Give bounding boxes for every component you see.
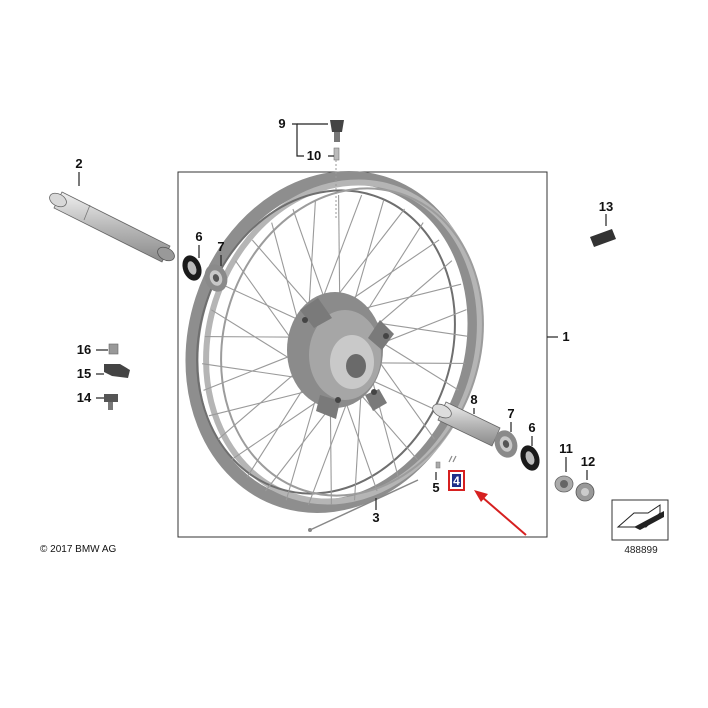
callout-9: 9 <box>278 116 285 131</box>
callout-16: 16 <box>77 342 91 357</box>
spoke-icon[interactable] <box>308 479 419 532</box>
callout-12: 12 <box>581 454 595 469</box>
callout-4: 4 <box>453 474 460 488</box>
callout-3: 3 <box>372 510 379 525</box>
reference-symbol-icon <box>611 499 669 541</box>
balance-weight-icon[interactable] <box>590 229 616 247</box>
valve-icon[interactable] <box>330 120 344 142</box>
wheel-spoke <box>292 208 330 311</box>
seal-ring-icon[interactable] <box>179 253 205 284</box>
pin-icon[interactable] <box>435 461 441 469</box>
wheel-spoke <box>338 195 341 311</box>
callout-7-upper: 7 <box>217 239 224 254</box>
wheel-spoke <box>365 362 466 365</box>
callout-15: 15 <box>77 366 91 381</box>
spacer-icon[interactable] <box>430 401 501 447</box>
bearing-lower-icon[interactable] <box>491 427 521 461</box>
callout-2: 2 <box>75 156 82 171</box>
highlighted-callout-4[interactable]: 4 <box>448 470 465 491</box>
callout-14: 14 <box>77 390 92 405</box>
wheel-spoke <box>340 389 378 492</box>
callout-11: 11 <box>559 441 573 456</box>
callout-1: 1 <box>562 329 569 344</box>
bushing-icon[interactable] <box>554 475 574 493</box>
callout-7-lower: 7 <box>507 406 514 421</box>
image-number: 488899 <box>624 545 658 556</box>
seal-ring-lower-icon[interactable] <box>517 443 543 474</box>
callout-6-lower: 6 <box>528 420 535 435</box>
sensor-icon[interactable] <box>104 343 130 410</box>
callout-8: 8 <box>470 392 477 407</box>
callout-5: 5 <box>432 480 439 495</box>
axle-icon[interactable] <box>47 190 177 263</box>
screw-icon[interactable] <box>575 482 595 502</box>
valve-core-icon[interactable] <box>333 147 340 161</box>
copyright-text: © 2017 BMW AG <box>40 544 117 555</box>
bearing-icon[interactable] <box>201 261 231 295</box>
callout-13: 13 <box>599 199 613 214</box>
callout-6-upper: 6 <box>195 229 202 244</box>
red-arrow-icon <box>474 490 527 536</box>
callout-10: 10 <box>307 148 321 163</box>
sleeve-icon[interactable] <box>448 455 457 463</box>
spoked-wheel-icon[interactable] <box>150 141 522 544</box>
